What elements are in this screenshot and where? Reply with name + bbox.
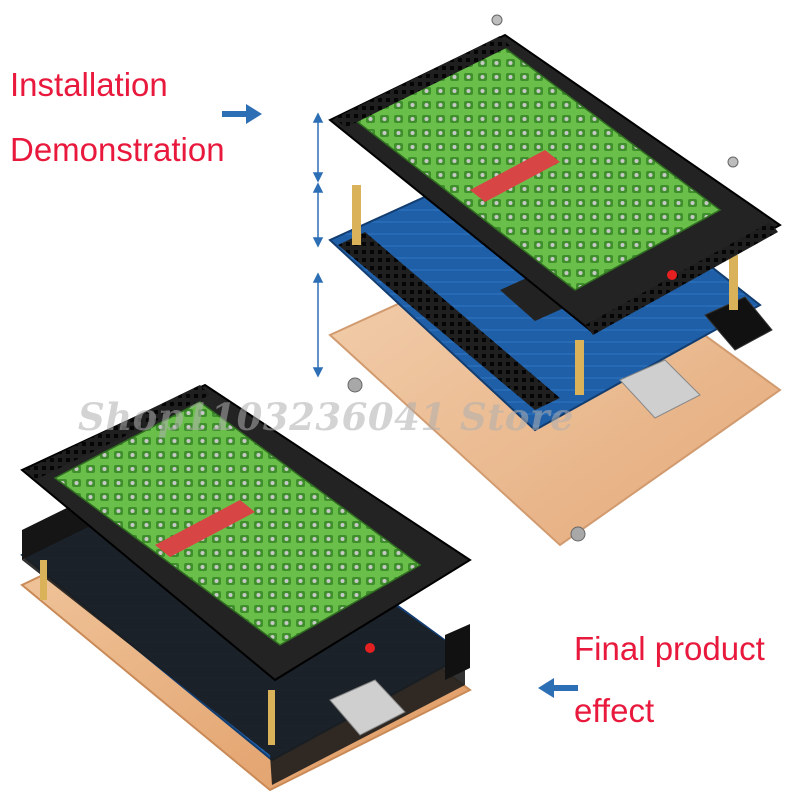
usb-b-connector <box>619 359 701 419</box>
caption-final-product: Final product <box>574 630 765 667</box>
caption-demonstration: Demonstration <box>10 131 225 168</box>
hex-nut <box>570 526 586 542</box>
hex-nut <box>347 377 363 393</box>
dc-power-jack <box>445 624 470 680</box>
screw-terminal-blocks <box>53 401 422 646</box>
microcontroller-chip <box>500 272 575 321</box>
final-assembly <box>20 383 472 792</box>
arrow-left-icon <box>538 678 578 698</box>
pin-label-strip <box>470 150 560 202</box>
exploded-assembly <box>312 14 782 547</box>
caption-installation: Installation <box>10 66 168 103</box>
shield-header-strip <box>585 222 778 335</box>
power-led <box>667 270 677 280</box>
shield-header-strip <box>25 385 210 480</box>
board-header-row <box>338 232 560 410</box>
store-watermark: Shop1103236041 Store <box>78 395 575 439</box>
arrow-right-icon <box>222 104 262 124</box>
brass-standoff <box>40 560 47 600</box>
brass-standoff <box>268 690 275 745</box>
power-led <box>365 643 375 653</box>
brass-standoff <box>729 255 738 310</box>
brass-standoff <box>352 185 361 245</box>
mounting-screw <box>727 156 739 168</box>
caption-effect: effect <box>574 692 655 729</box>
vertical-dimension-arrows <box>312 112 324 378</box>
usb-b-connector <box>329 679 406 736</box>
brass-standoff <box>575 340 584 395</box>
pin-label-strip <box>155 500 255 557</box>
shield-header-strip <box>335 36 510 128</box>
mounting-screw <box>491 14 503 26</box>
